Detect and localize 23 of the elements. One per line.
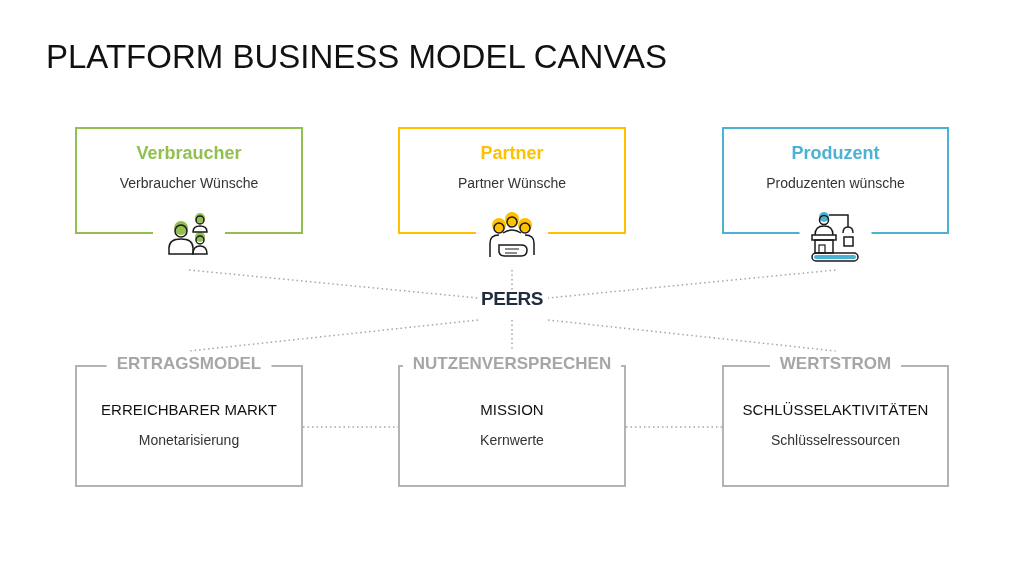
dotted-connector: [547, 269, 837, 299]
box-text: Verbraucher Wünsche: [119, 174, 259, 193]
dotted-connector: [547, 319, 837, 352]
section-heading: WERTSTROM: [778, 353, 893, 375]
dotted-connector: [511, 319, 513, 352]
box-heading: MISSION: [480, 400, 544, 420]
box-heading: ERREICHBARER MARKT: [101, 400, 277, 420]
box-heading: Produzent: [791, 142, 880, 165]
dotted-connector: [625, 426, 723, 428]
box-heading: SCHLÜSSELAKTIVITÄTEN: [742, 400, 929, 420]
box-text: Monetarisierung: [138, 430, 240, 450]
box-text: Kernwerte: [480, 430, 544, 450]
dotted-connector: [188, 269, 479, 299]
box-text: Schlüsselressourcen: [770, 430, 901, 450]
box-heading: Partner: [480, 142, 544, 165]
dotted-connector: [188, 319, 479, 352]
box-text: Partner Wünsche: [457, 174, 567, 193]
section-heading: NUTZENVERSPRECHEN: [411, 353, 613, 375]
box-heading: Verbraucher: [136, 142, 242, 165]
slide-title: PLATFORM BUSINESS MODEL CANVAS: [46, 37, 667, 77]
box-text: Produzenten wünsche: [766, 174, 905, 193]
dotted-connector: [511, 269, 513, 291]
section-heading: ERTRAGSMODEL: [115, 353, 263, 375]
